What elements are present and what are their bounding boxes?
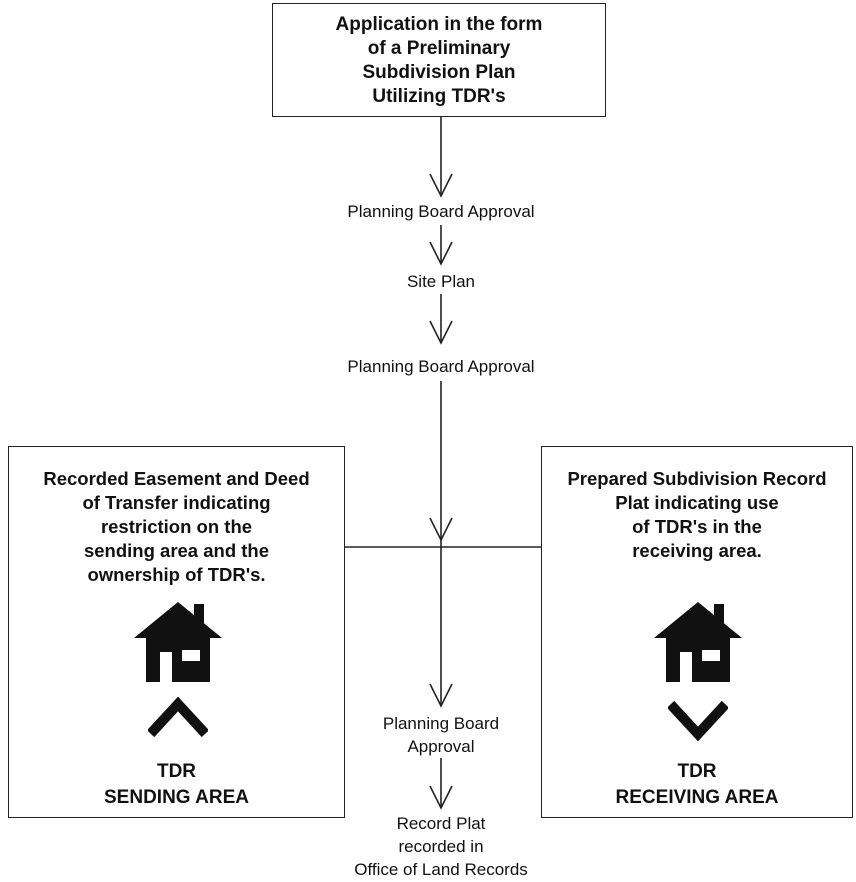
receiving-text-line-3: of TDR's in the xyxy=(632,516,762,537)
house-icon xyxy=(654,602,742,682)
sending-label-line-2: SENDING AREA xyxy=(104,787,249,808)
receiving-text-line-2: Plat indicating use xyxy=(615,492,779,513)
step-label-line-2: recorded in xyxy=(398,837,484,856)
receiving-text-line-1: Prepared Subdivision Record xyxy=(567,468,827,489)
step-label-line-2: Approval xyxy=(407,737,475,756)
step-planning-board-approval-2: Planning Board Approval xyxy=(300,355,582,378)
sending-text-line-4: sending area and the xyxy=(83,540,270,561)
sending-text-line-2: of Transfer indicating xyxy=(82,492,271,513)
arrowhead-1 xyxy=(429,173,453,198)
receiving-label-line-2: RECEIVING AREA xyxy=(615,787,779,808)
application-line-1: Application in the form xyxy=(335,14,543,35)
step-planning-board-approval-3: Planning Board Approval xyxy=(340,712,542,758)
step-label-line-1: Planning Board xyxy=(382,714,500,733)
arrowhead-2 xyxy=(429,241,453,266)
sending-text-line-3: restriction on the xyxy=(100,516,253,537)
step-site-plan: Site Plan xyxy=(340,270,542,293)
application-line-3: Subdivision Plan xyxy=(362,62,516,83)
sending-label-line-1: TDR xyxy=(156,761,197,782)
arrow-down-icon xyxy=(668,700,728,742)
receiving-label-line-1: TDR xyxy=(677,761,717,782)
step-label: Planning Board Approval xyxy=(347,202,535,221)
step-label: Site Plan xyxy=(406,272,476,291)
step-label-line-3: Office of Land Records xyxy=(354,860,528,879)
application-line-4: Utilizing TDR's xyxy=(372,86,506,107)
application-line-2: of a Preliminary xyxy=(367,38,511,59)
sending-text-line-5: ownership of TDR's. xyxy=(87,564,266,585)
receiving-area-label: TDR RECEIVING AREA xyxy=(541,759,853,811)
sending-text-line-1: Recorded Easement and Deed xyxy=(43,468,310,489)
arrowhead-3 xyxy=(429,320,453,345)
arrowhead-5 xyxy=(429,683,453,708)
sending-area-label: TDR SENDING AREA xyxy=(8,759,345,811)
step-label-line-1: Record Plat xyxy=(396,814,486,833)
step-label: Planning Board Approval xyxy=(347,357,535,376)
application-box: Application in the form of a Preliminary… xyxy=(272,3,606,117)
step-record-plat: Record Plat recorded in Office of Land R… xyxy=(330,812,552,881)
receiving-text-line-4: receiving area. xyxy=(632,540,762,561)
arrow-up-icon xyxy=(148,696,208,738)
step-planning-board-approval-1: Planning Board Approval xyxy=(300,200,582,223)
arrowhead-6 xyxy=(429,785,453,810)
house-icon xyxy=(134,602,222,682)
